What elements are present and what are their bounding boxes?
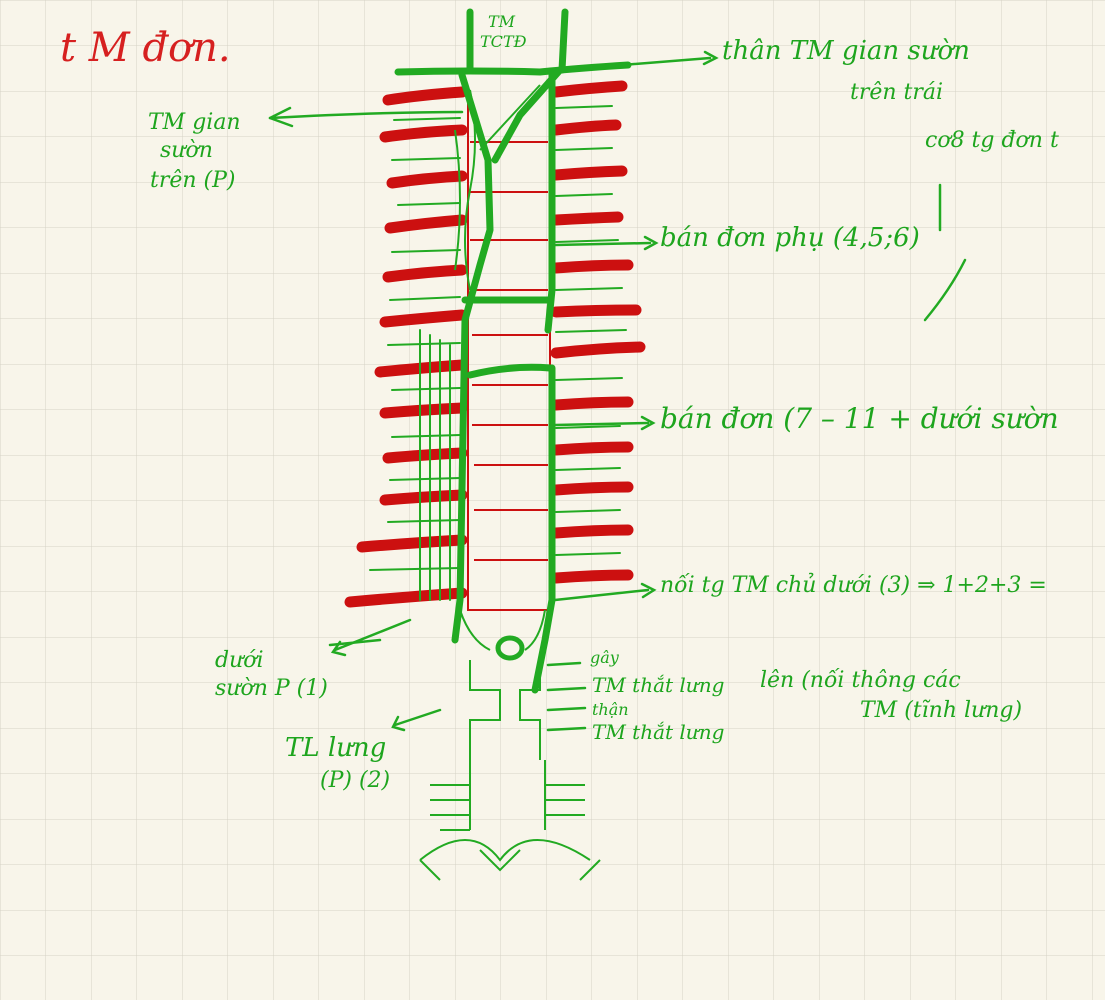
label-left-3: trên (P) bbox=[150, 168, 236, 193]
label-mid-1: bán đơn phụ (4,5;6) bbox=[660, 223, 920, 253]
label-small-2: TM thắt lưng bbox=[592, 673, 725, 697]
label-right-4: TM (tĩnh lưng) bbox=[860, 698, 1023, 723]
label-mid-2: bán đơn (7 – 11 + dưới sườn bbox=[660, 402, 1059, 435]
azygos-system bbox=[394, 8, 632, 694]
label-top-tctd: TCTĐ bbox=[480, 32, 527, 51]
label-right-2: cơ8 tg đơn t bbox=[925, 128, 1059, 153]
label-mid-3: nối tg TM chủ dưới (3) ⇒ 1+2+3 = bbox=[660, 573, 1047, 598]
label-top-tm: TM bbox=[488, 12, 516, 31]
label-small-3: thận bbox=[592, 700, 629, 719]
label-bottom-left-2: sườn P (1) bbox=[215, 676, 328, 701]
label-small-1: gây bbox=[590, 648, 619, 667]
label-small-4: TM thắt lưng bbox=[592, 720, 725, 744]
label-right-3: lên (nối thông các bbox=[760, 668, 961, 693]
label-bottom-left-1: dưới bbox=[215, 648, 264, 673]
lumbar-sketch bbox=[419, 609, 601, 881]
label-left-2: sườn bbox=[160, 138, 213, 163]
page-title: t M đơn. bbox=[60, 25, 231, 71]
annotation-arrows bbox=[268, 50, 967, 732]
azygos-thin-branches bbox=[454, 84, 541, 291]
intercostal-lines-left bbox=[369, 117, 461, 601]
label-bottom-left-4: (P) (2) bbox=[320, 768, 391, 793]
ribs-right bbox=[550, 80, 646, 584]
label-left-1: TM gian bbox=[148, 110, 241, 135]
label-right-1: thân TM gian sườn bbox=[722, 36, 970, 66]
intercostal-lines-right bbox=[555, 105, 627, 556]
label-bottom-left-3: TL lưng bbox=[285, 733, 387, 763]
label-right-1b: trên trái bbox=[850, 80, 944, 105]
